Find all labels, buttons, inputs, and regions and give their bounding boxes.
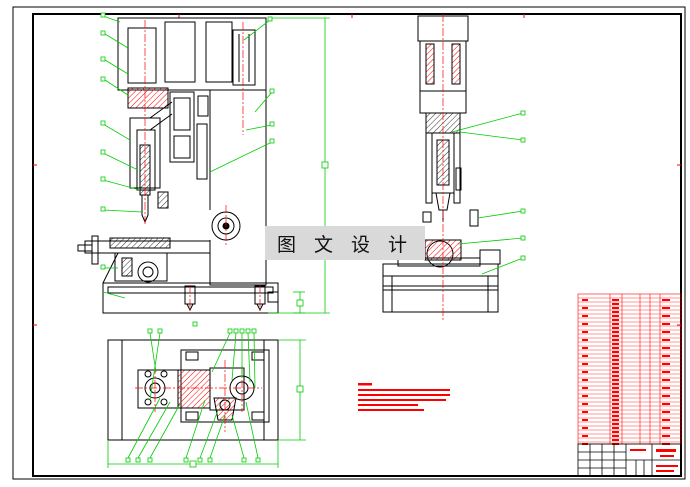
parts-list-cell-mark (582, 427, 588, 429)
parts-list-cell-mark (612, 299, 619, 301)
parts-list-cell-mark (612, 303, 619, 305)
parts-list-cell-mark (582, 299, 588, 301)
parts-list-cell-mark (662, 427, 670, 429)
parts-list-cell-mark (612, 427, 619, 429)
parts-list-cell-mark (612, 359, 619, 361)
parts-list-cell-mark (612, 319, 619, 321)
parts-list-cell-mark (582, 323, 588, 325)
parts-list-cell-mark (612, 347, 619, 349)
parts-list-cell-mark (662, 435, 670, 437)
side-balloons (520, 110, 526, 261)
parts-list-cell-mark (612, 387, 619, 389)
parts-list-cell-mark (662, 323, 670, 325)
inner-border (32, 13, 682, 477)
parts-list-cell-mark (662, 315, 670, 317)
parts-list-cell-mark (582, 403, 588, 405)
parts-list-cell-mark (582, 363, 588, 365)
parts-list-cell-mark (612, 307, 619, 309)
parts-list-cell-mark (612, 391, 619, 393)
parts-list-cell-mark (662, 419, 670, 421)
parts-list-cell-mark (612, 351, 619, 353)
parts-list-cell-mark (612, 435, 619, 437)
parts-list-cell-mark (612, 423, 619, 425)
top-view (107, 339, 279, 441)
parts-list-cell-mark (582, 315, 588, 317)
parts-list-cell-mark (582, 307, 588, 309)
parts-list-cell-mark (612, 439, 619, 441)
top-leaders (107, 332, 306, 468)
parts-list-cell-mark (612, 407, 619, 409)
parts-list-cell-mark (612, 355, 619, 357)
parts-list-cell-mark (612, 315, 619, 317)
parts-list-cell-mark (662, 331, 670, 333)
parts-list-cell-mark (662, 411, 670, 413)
parts-list-cell-mark (582, 395, 588, 397)
watermark-label: 图 文 设 计 (265, 226, 425, 260)
front-centerlines (144, 20, 261, 312)
parts-list-cell-mark (662, 339, 670, 341)
title-block (577, 443, 682, 477)
title-block-marks (630, 449, 678, 472)
parts-list-cell-mark (612, 411, 619, 413)
parts-list-cell-mark (612, 367, 619, 369)
parts-list-cell-mark (612, 327, 619, 329)
technical-notes (358, 383, 450, 411)
parts-list-cell-mark (612, 383, 619, 385)
parts-list-cell-mark (582, 419, 588, 421)
parts-list-cell-mark (662, 355, 670, 357)
parts-list-cell-mark (612, 395, 619, 397)
parts-list-cell-mark (582, 371, 588, 373)
parts-list-cell-mark (612, 399, 619, 401)
parts-list-cell-mark (612, 379, 619, 381)
parts-list-text (582, 299, 670, 445)
parts-list-cell-mark (582, 387, 588, 389)
parts-list-cell-mark (662, 299, 670, 301)
parts-list-cell-mark (582, 435, 588, 437)
parts-list-cell-mark (612, 343, 619, 345)
parts-list-cell-mark (662, 395, 670, 397)
parts-list-cell-mark (662, 307, 670, 309)
parts-list-cell-mark (612, 311, 619, 313)
parts-list-cell-mark (612, 431, 619, 433)
parts-list-cell-mark (612, 335, 619, 337)
parts-list-cell-mark (612, 339, 619, 341)
parts-list-rows (578, 297, 681, 443)
parts-list-cell-mark (612, 331, 619, 333)
parts-list-cell-mark (662, 379, 670, 381)
side-view (382, 15, 501, 313)
parts-list-cell-mark (662, 363, 670, 365)
parts-list-cell-mark (582, 379, 588, 381)
parts-list-cell-mark (582, 411, 588, 413)
zone-marks (33, 14, 681, 326)
parts-list-cell-mark (612, 323, 619, 325)
front-balloons (100, 12, 329, 327)
parts-list-cell-mark (582, 339, 588, 341)
parts-list-cell-mark (662, 347, 670, 349)
top-balloons (125, 328, 304, 468)
parts-list-cell-mark (582, 347, 588, 349)
parts-list-cell-mark (612, 375, 619, 377)
parts-list-cell-mark (582, 355, 588, 357)
outer-border (12, 6, 686, 480)
parts-list-cell-mark (612, 415, 619, 417)
parts-list-cell-mark (612, 403, 619, 405)
parts-list-cell-mark (662, 403, 670, 405)
side-leaders (451, 112, 524, 275)
parts-list-cell-mark (582, 331, 588, 333)
parts-list-cell-mark (612, 419, 619, 421)
parts-list-cell-mark (662, 371, 670, 373)
parts-list-cell-mark (612, 371, 619, 373)
parts-list-cell-mark (662, 387, 670, 389)
parts-list-cell-mark (612, 363, 619, 365)
